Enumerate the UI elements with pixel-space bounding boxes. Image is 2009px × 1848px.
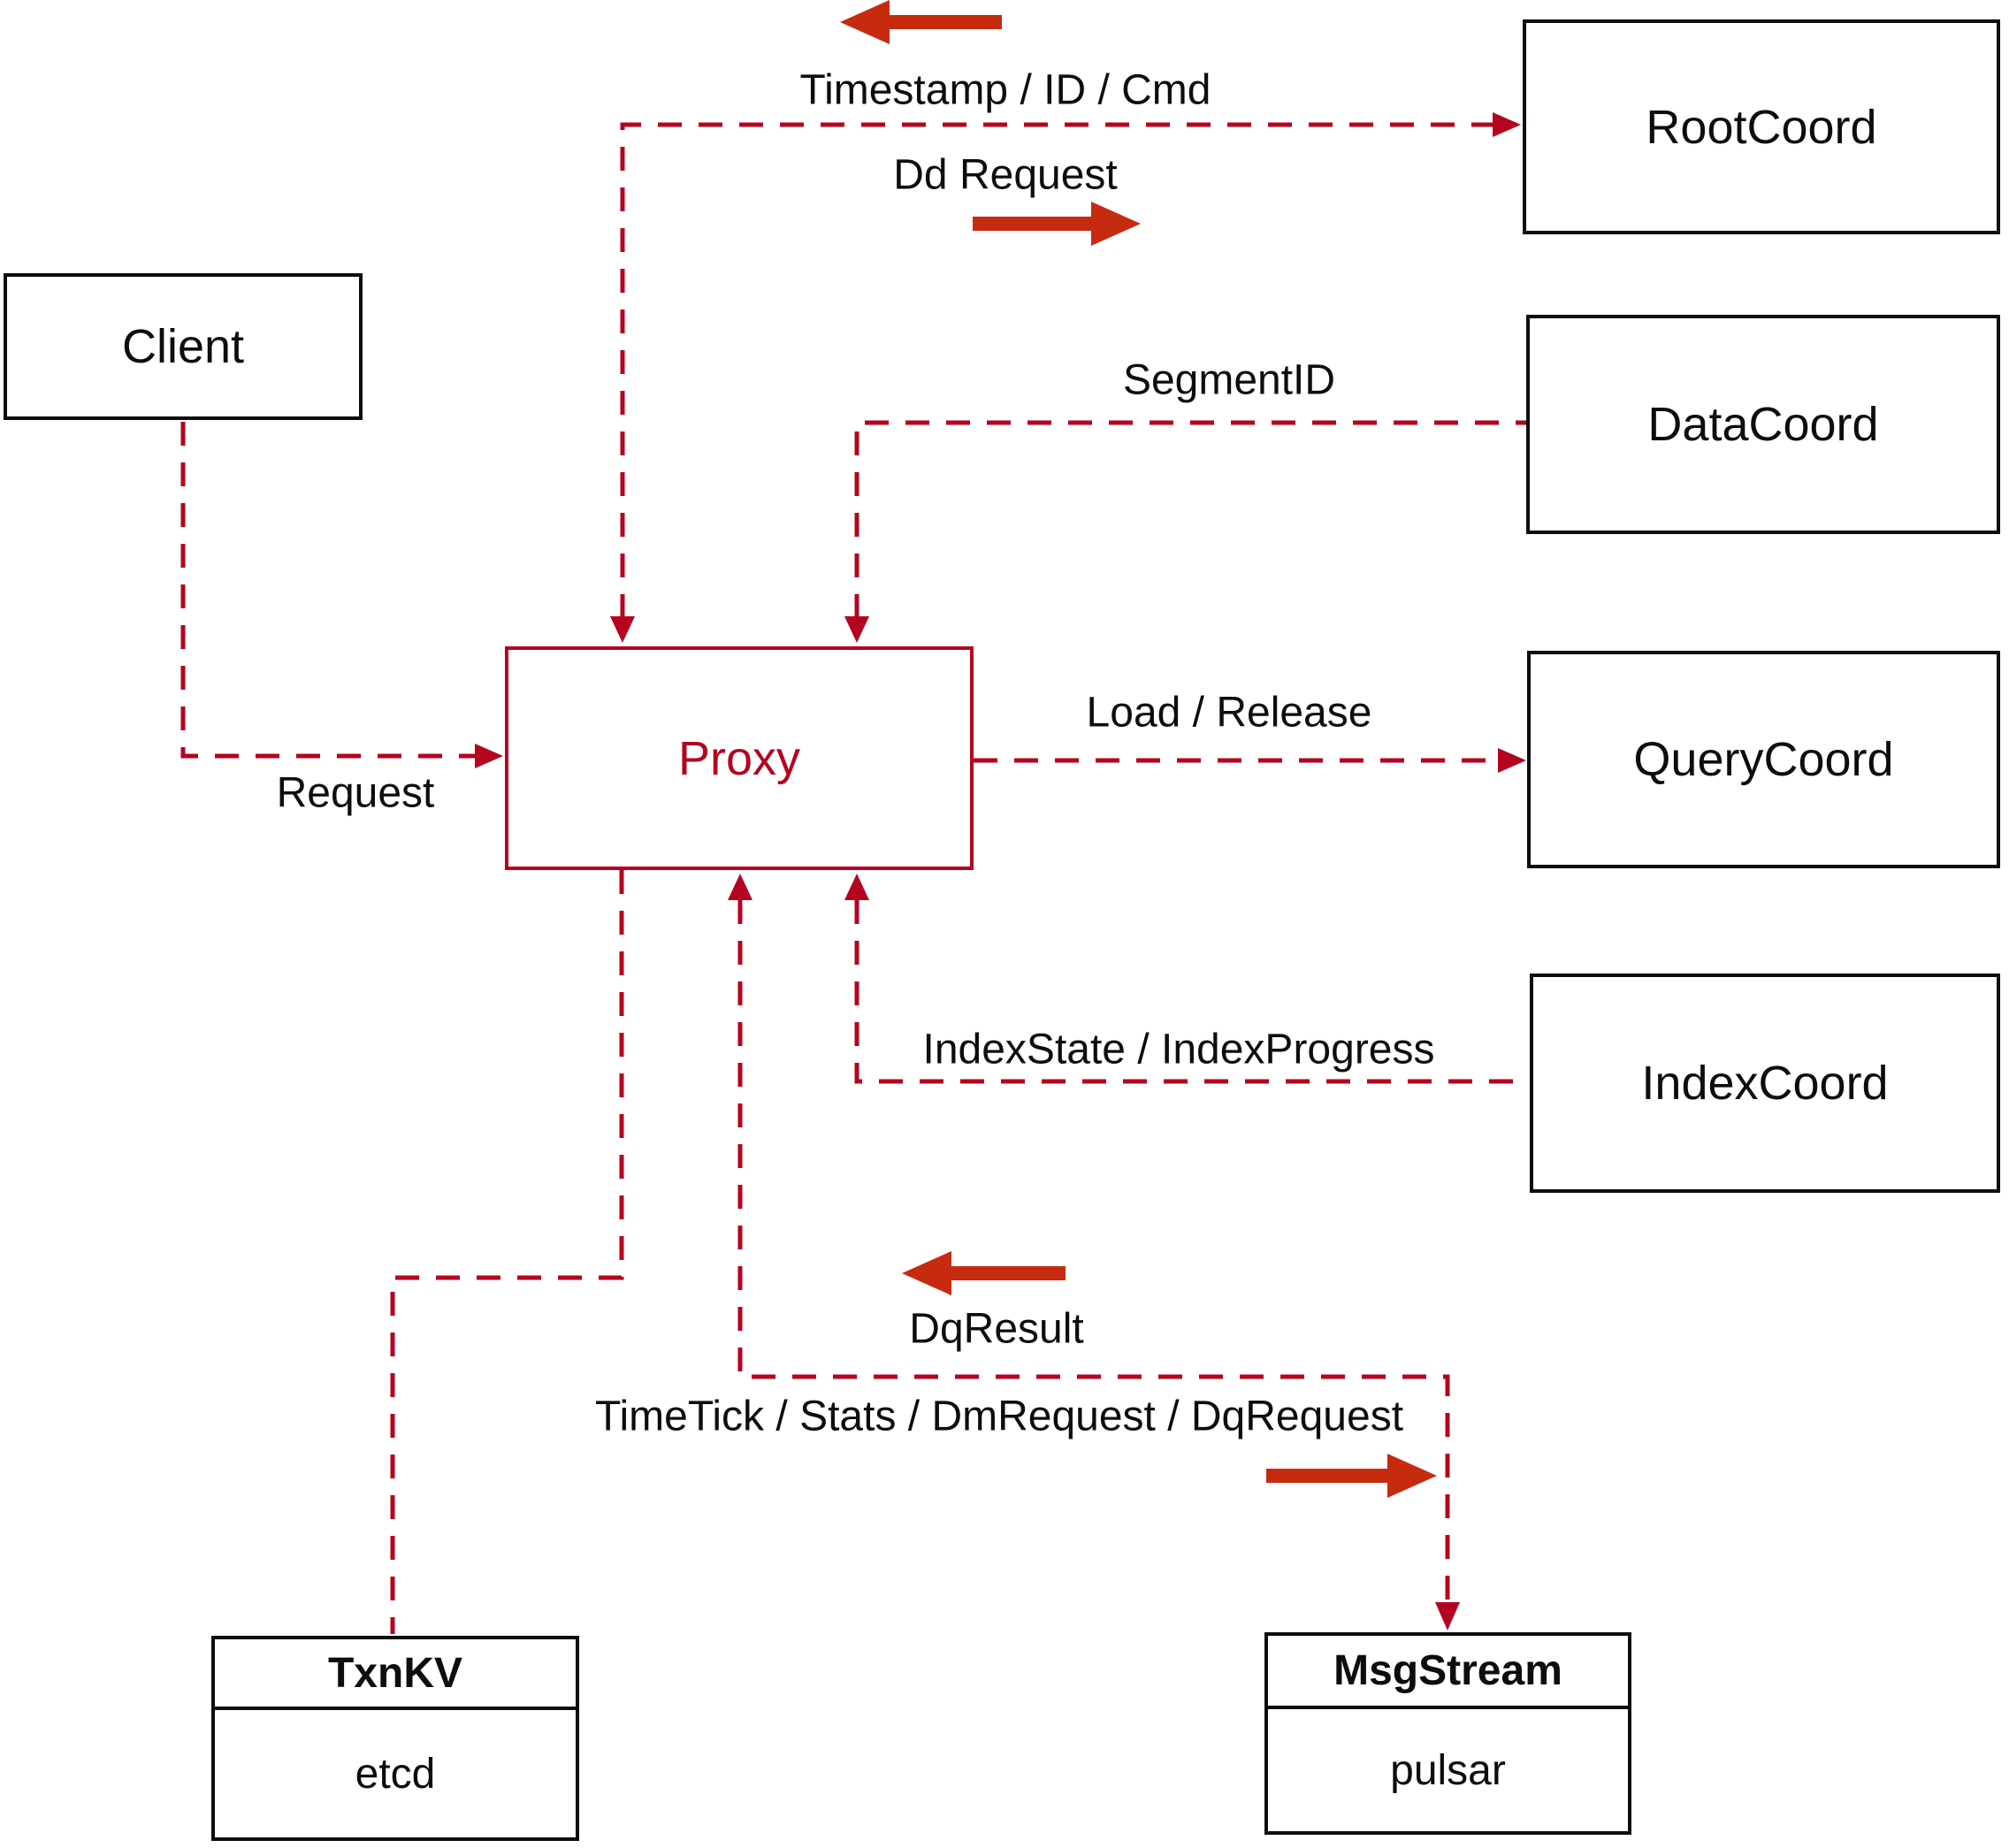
- node-rootcoord: RootCoord: [1523, 19, 2000, 234]
- arrowhead-into-msgstream: [1435, 1602, 1460, 1630]
- arrowhead-into-rootcoord: [1493, 112, 1521, 137]
- edge-client-to-proxy: [180, 422, 475, 759]
- edge-datacoord-to-proxy: [854, 420, 1526, 618]
- node-msgstream-title: MsgStream: [1268, 1636, 1628, 1709]
- node-txnkv-title: TxnKV: [215, 1639, 576, 1710]
- node-proxy-label: Proxy: [677, 731, 801, 785]
- edge-label-time-tick: TimeTick / Stats / DmRequest / DqRequest: [594, 1393, 1404, 1440]
- edge-label-load-release: Load / Release: [1086, 689, 1372, 737]
- edge-proxy-rootcoord: [620, 122, 1493, 618]
- edge-label-timestamp: Timestamp / ID / Cmd: [799, 66, 1211, 114]
- direction-arrow-left-dq-result: [902, 1251, 1066, 1295]
- node-indexcoord-label: IndexCoord: [1641, 1057, 1889, 1110]
- node-client-label: Client: [121, 320, 245, 373]
- edge-label-request: Request: [276, 769, 435, 817]
- edge-label-index-state: IndexState / IndexProgress: [922, 1026, 1435, 1073]
- node-rootcoord-label: RootCoord: [1646, 100, 1877, 154]
- direction-arrow-left-timestamp: [840, 0, 1002, 44]
- node-client: Client: [4, 273, 363, 420]
- node-datacoord-label: DataCoord: [1647, 398, 1879, 451]
- node-txnkv-impl: etcd: [355, 1750, 436, 1798]
- arrowhead-into-proxy-bottom-left: [728, 874, 752, 900]
- arrowhead-into-proxy-bottom-right: [844, 874, 869, 900]
- node-querycoord-label: QueryCoord: [1633, 733, 1894, 786]
- node-msgstream-impl: pulsar: [1390, 1746, 1506, 1794]
- node-querycoord: QueryCoord: [1527, 651, 2000, 868]
- node-datacoord: DataCoord: [1526, 315, 2000, 534]
- node-proxy: Proxy: [505, 646, 974, 870]
- edge-proxy-txnkv: [390, 870, 624, 1634]
- direction-arrow-right-time-tick: [1266, 1454, 1437, 1498]
- edge-proxy-msgstream: [737, 900, 1450, 1602]
- arrowhead-into-proxy-top-left: [610, 616, 635, 643]
- node-indexcoord: IndexCoord: [1530, 974, 2000, 1193]
- edge-indexcoord-to-proxy: [854, 900, 1530, 1084]
- arrowhead-into-proxy-left: [475, 744, 503, 768]
- node-msgstream: MsgStream pulsar: [1264, 1632, 1631, 1835]
- arrowhead-into-proxy-top-right: [844, 616, 869, 643]
- edge-label-dq-result: DqResult: [909, 1305, 1084, 1353]
- edge-label-segment-id: SegmentID: [1122, 356, 1336, 404]
- arrowhead-into-querycoord: [1498, 748, 1526, 773]
- direction-arrow-right-dd-request: [973, 202, 1141, 246]
- node-txnkv: TxnKV etcd: [211, 1636, 579, 1841]
- edge-label-dd-request: Dd Request: [893, 151, 1118, 199]
